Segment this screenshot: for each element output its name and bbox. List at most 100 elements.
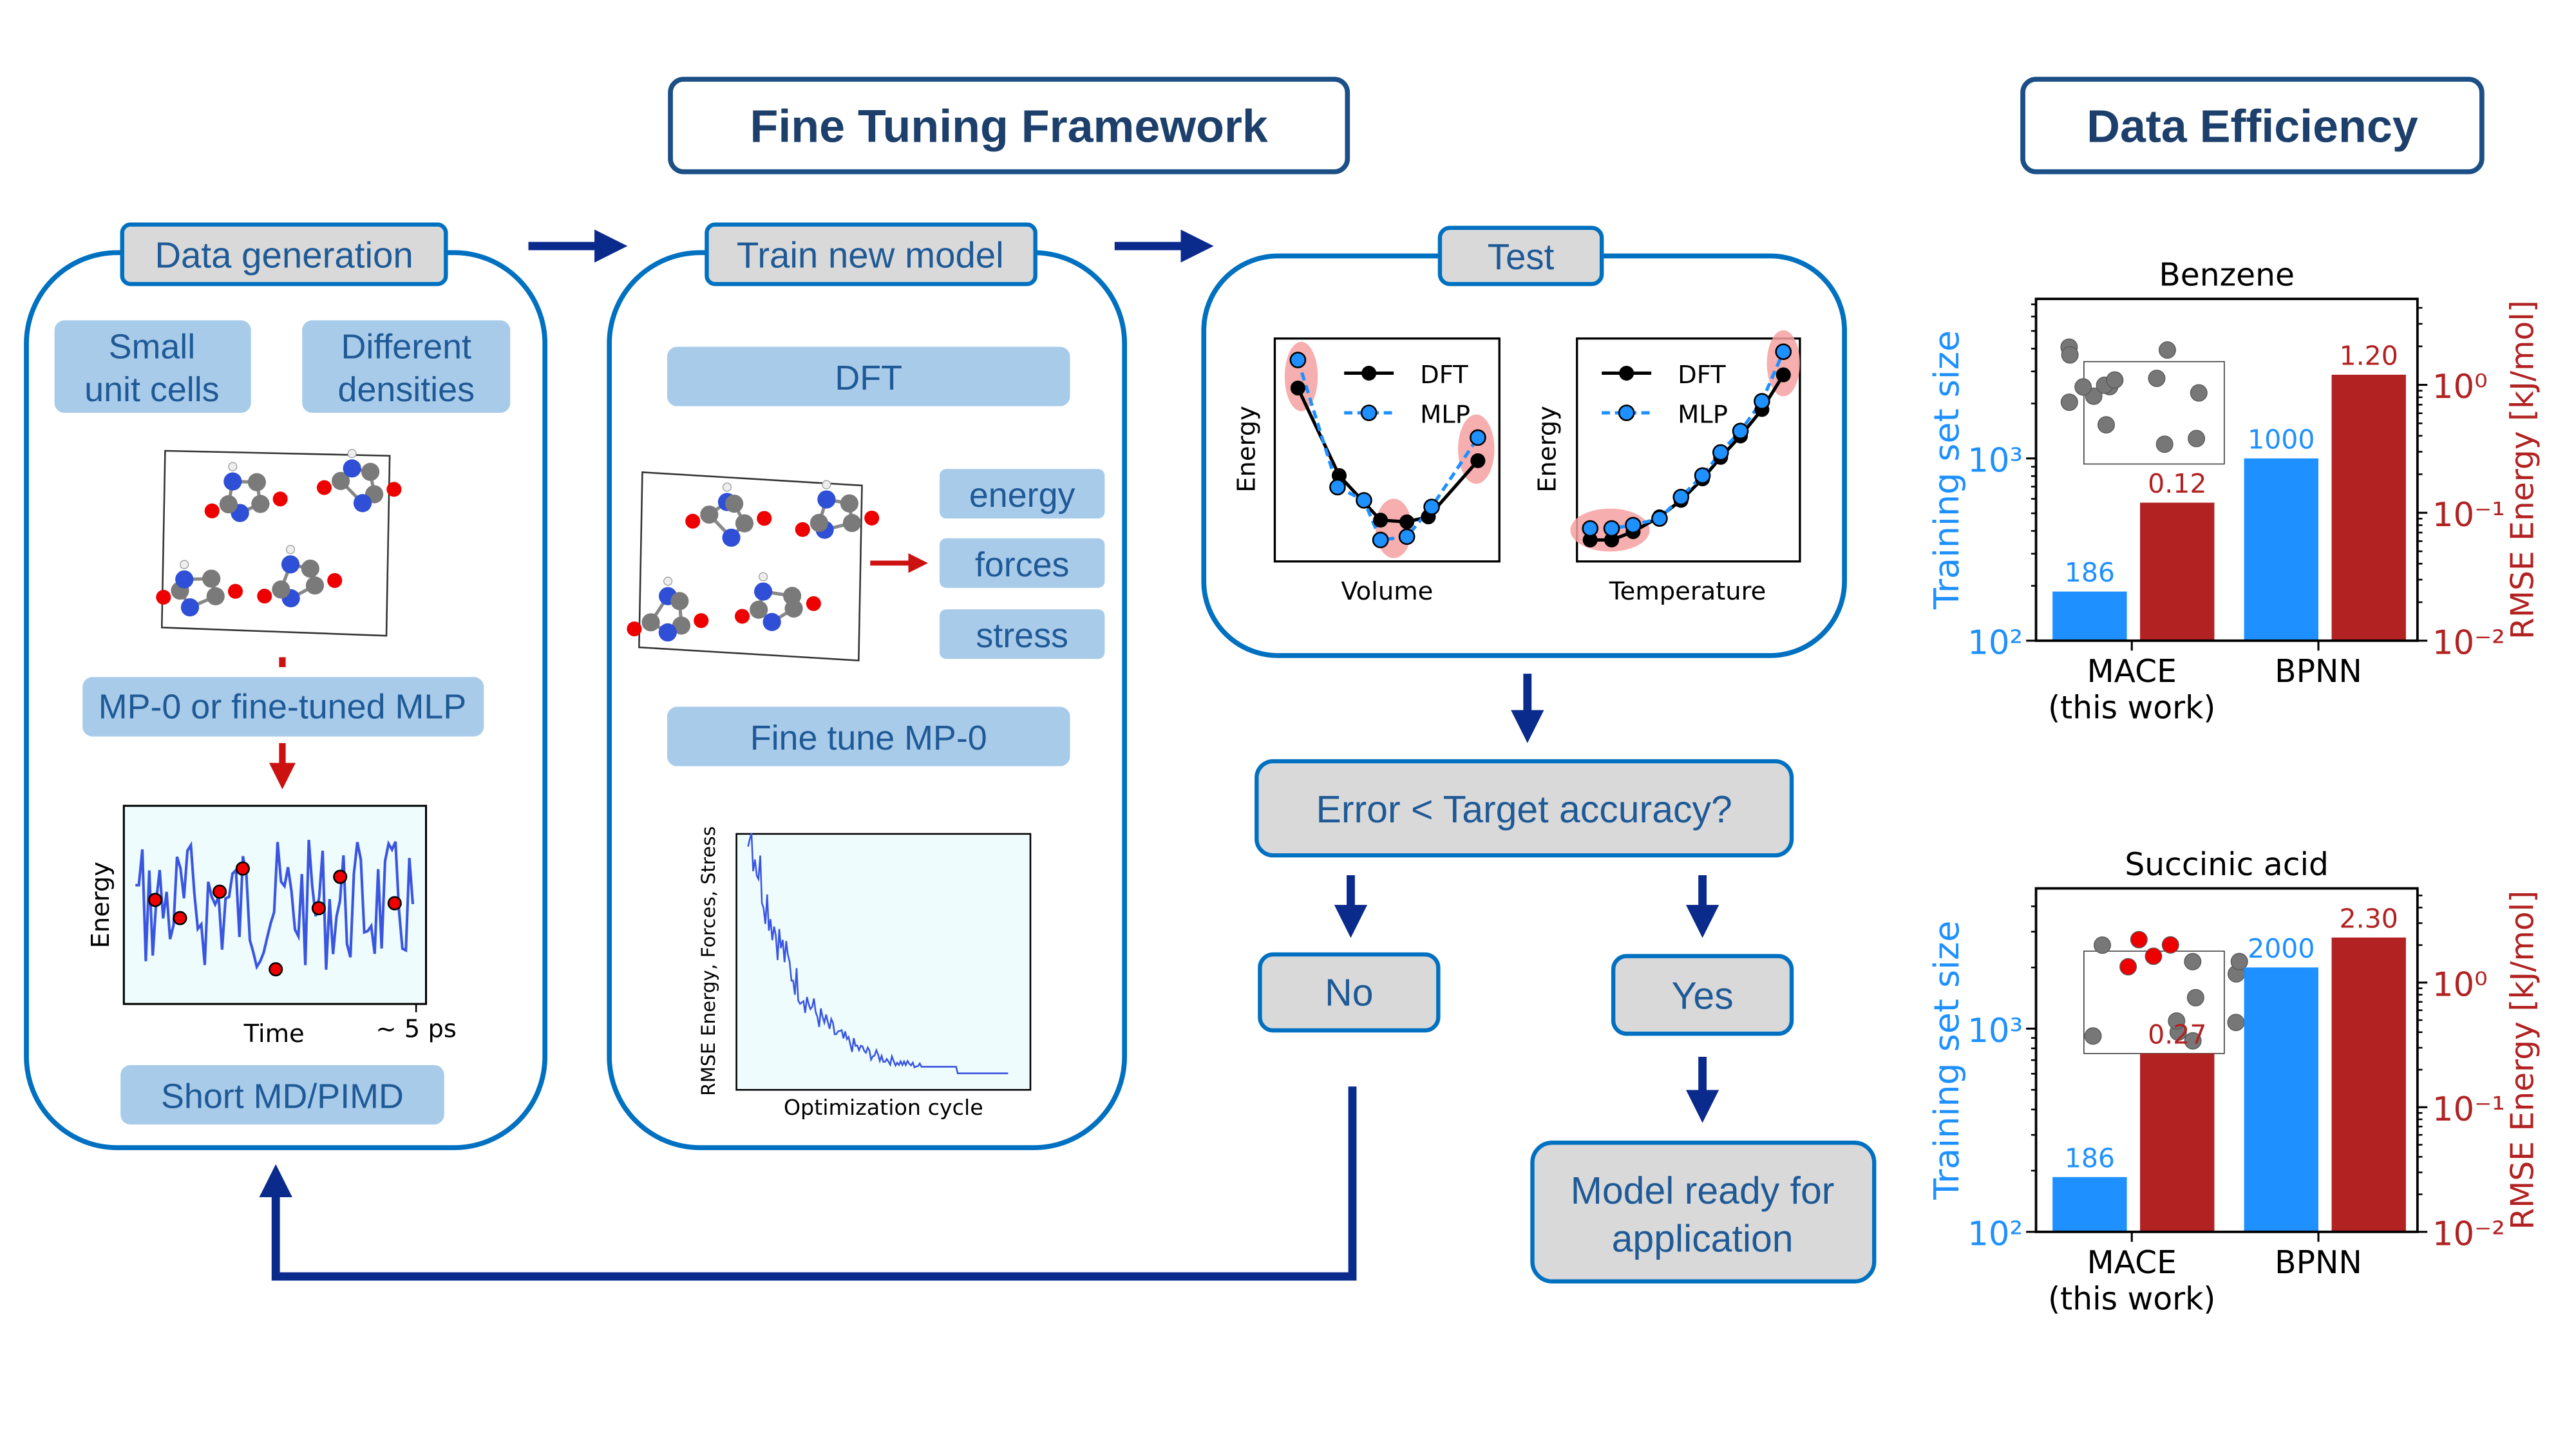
volume-xlabel: Volume — [1341, 577, 1433, 606]
mlp-point — [1672, 488, 1690, 506]
legend-dft: DFT — [1420, 361, 1468, 390]
atom — [2227, 1014, 2245, 1032]
feedback-loop-arrow — [259, 1086, 1357, 1281]
left-tick-label: 10³ — [1967, 441, 2023, 480]
small-cells-line1: Small — [109, 327, 196, 366]
ready-line2: application — [1612, 1218, 1794, 1260]
oxygen-atom — [327, 573, 343, 588]
oxygen-atom — [272, 491, 288, 507]
atom — [2230, 952, 2248, 971]
decision-question: Error < Target accuracy? — [1316, 789, 1732, 831]
stress-box — [939, 609, 1105, 659]
hydrogen-atom — [285, 545, 296, 554]
atom — [840, 494, 858, 513]
yes-box — [1611, 954, 1794, 1036]
ready-line1: Model ready for — [1571, 1170, 1835, 1212]
atom — [754, 582, 773, 601]
accuracy-decision-box — [1255, 759, 1794, 858]
hydrogen-atom — [759, 572, 768, 582]
oxygen-atom — [156, 589, 171, 605]
volume-plot: Energy Volume DFT MLP — [1233, 337, 1501, 606]
chart-succinic-acid: Succinic acid18620000.272.3010²10³10⁻²10… — [1926, 847, 2541, 1317]
bar-value-label: 2.30 — [2340, 903, 2398, 934]
volume-ylabel: Energy — [1233, 406, 1262, 493]
atom — [722, 528, 741, 547]
left-axis-label: Training set size — [1926, 330, 1967, 610]
atom — [2145, 947, 2163, 965]
test-panel: Test Energy Volume DFT MLP Energy Temper… — [1201, 225, 1847, 658]
dft-point — [1290, 381, 1305, 396]
small-unit-cells-box — [54, 320, 251, 413]
atom — [2190, 384, 2208, 402]
atom — [750, 600, 768, 619]
atom — [817, 490, 836, 509]
oxygen-atom — [316, 480, 332, 495]
training-size-bar — [2244, 967, 2318, 1232]
chart-benzene: Benzene18610000.121.2010²10³10⁻²10⁻¹10⁰T… — [1926, 258, 2541, 726]
mlp-point — [1398, 528, 1416, 545]
left-tick-label: 10² — [1967, 1215, 2023, 1253]
atom — [641, 613, 660, 632]
legend-mlp: MLP — [1420, 400, 1470, 429]
atom — [331, 471, 350, 490]
mlp-point — [1423, 498, 1440, 516]
mlp-point — [1694, 467, 1711, 484]
hydrogen-atom — [722, 482, 732, 492]
dft-point — [1582, 532, 1598, 547]
atom — [305, 576, 325, 595]
atom — [672, 616, 691, 635]
crystal-structure-image — [156, 449, 402, 637]
model-ready-box — [1530, 1141, 1877, 1283]
atom — [223, 472, 242, 491]
forces-box — [939, 538, 1105, 588]
atom — [2161, 936, 2179, 954]
oxygen-atom — [795, 522, 810, 537]
error-highlight — [1458, 414, 1495, 484]
temperature-plot: Energy Temperature DFT MLP — [1533, 330, 1801, 606]
crystal-structure-image — [627, 471, 880, 662]
rmse-bar — [2331, 937, 2406, 1232]
dft-line — [1590, 374, 1785, 542]
atom — [724, 495, 744, 513]
atom — [700, 505, 719, 524]
energy-label: energy — [969, 476, 1075, 515]
atom — [2119, 958, 2137, 976]
right-tick-label: 10⁰ — [2432, 368, 2488, 406]
different-densities-box — [302, 320, 511, 413]
test-tab-label: Test — [1488, 236, 1555, 277]
dft-point — [1470, 453, 1486, 468]
hydrogen-atom — [663, 576, 673, 586]
atom — [2130, 931, 2148, 949]
atom — [251, 495, 270, 513]
bar-value-label: 0.12 — [2148, 468, 2206, 499]
train-tab — [705, 222, 1037, 287]
right-tick-label: 10⁻¹ — [2432, 1090, 2505, 1129]
data-efficiency-charts: Benzene18610000.121.2010²10³10⁻²10⁻¹10⁰T… — [1926, 258, 2541, 1318]
volume-legend: DFT MLP — [1344, 361, 1470, 429]
sampled-point — [173, 911, 187, 925]
right-tick-label: 10⁻² — [2432, 1215, 2505, 1253]
atom — [2084, 1027, 2102, 1045]
atom — [2074, 378, 2092, 396]
category-label: MACE — [2087, 1245, 2177, 1281]
oxygen-atom — [694, 613, 709, 629]
atom — [2061, 346, 2079, 364]
data-generation-label: Data generation — [155, 234, 413, 275]
oxygen-atom — [386, 482, 402, 497]
sampled-point — [311, 901, 326, 916]
loss-plot: RMSE Energy, Forces, Stress Optimization… — [697, 826, 1032, 1120]
atom — [272, 580, 290, 599]
model-box — [82, 677, 484, 737]
data-generation-tab — [120, 222, 448, 287]
densities-line1: Different — [341, 327, 472, 366]
model-box-label: MP-0 or fine-tuned MLP — [99, 687, 466, 726]
train-tab-label: Train new model — [737, 234, 1004, 275]
hydrogen-atom — [347, 449, 357, 459]
sampled-point — [235, 861, 250, 876]
oxygen-atom — [757, 511, 772, 526]
no-box — [1258, 952, 1441, 1033]
atom — [219, 495, 238, 514]
short-md-box — [120, 1065, 444, 1125]
right-tick-label: 10⁻² — [2432, 623, 2505, 662]
atom — [735, 514, 754, 533]
